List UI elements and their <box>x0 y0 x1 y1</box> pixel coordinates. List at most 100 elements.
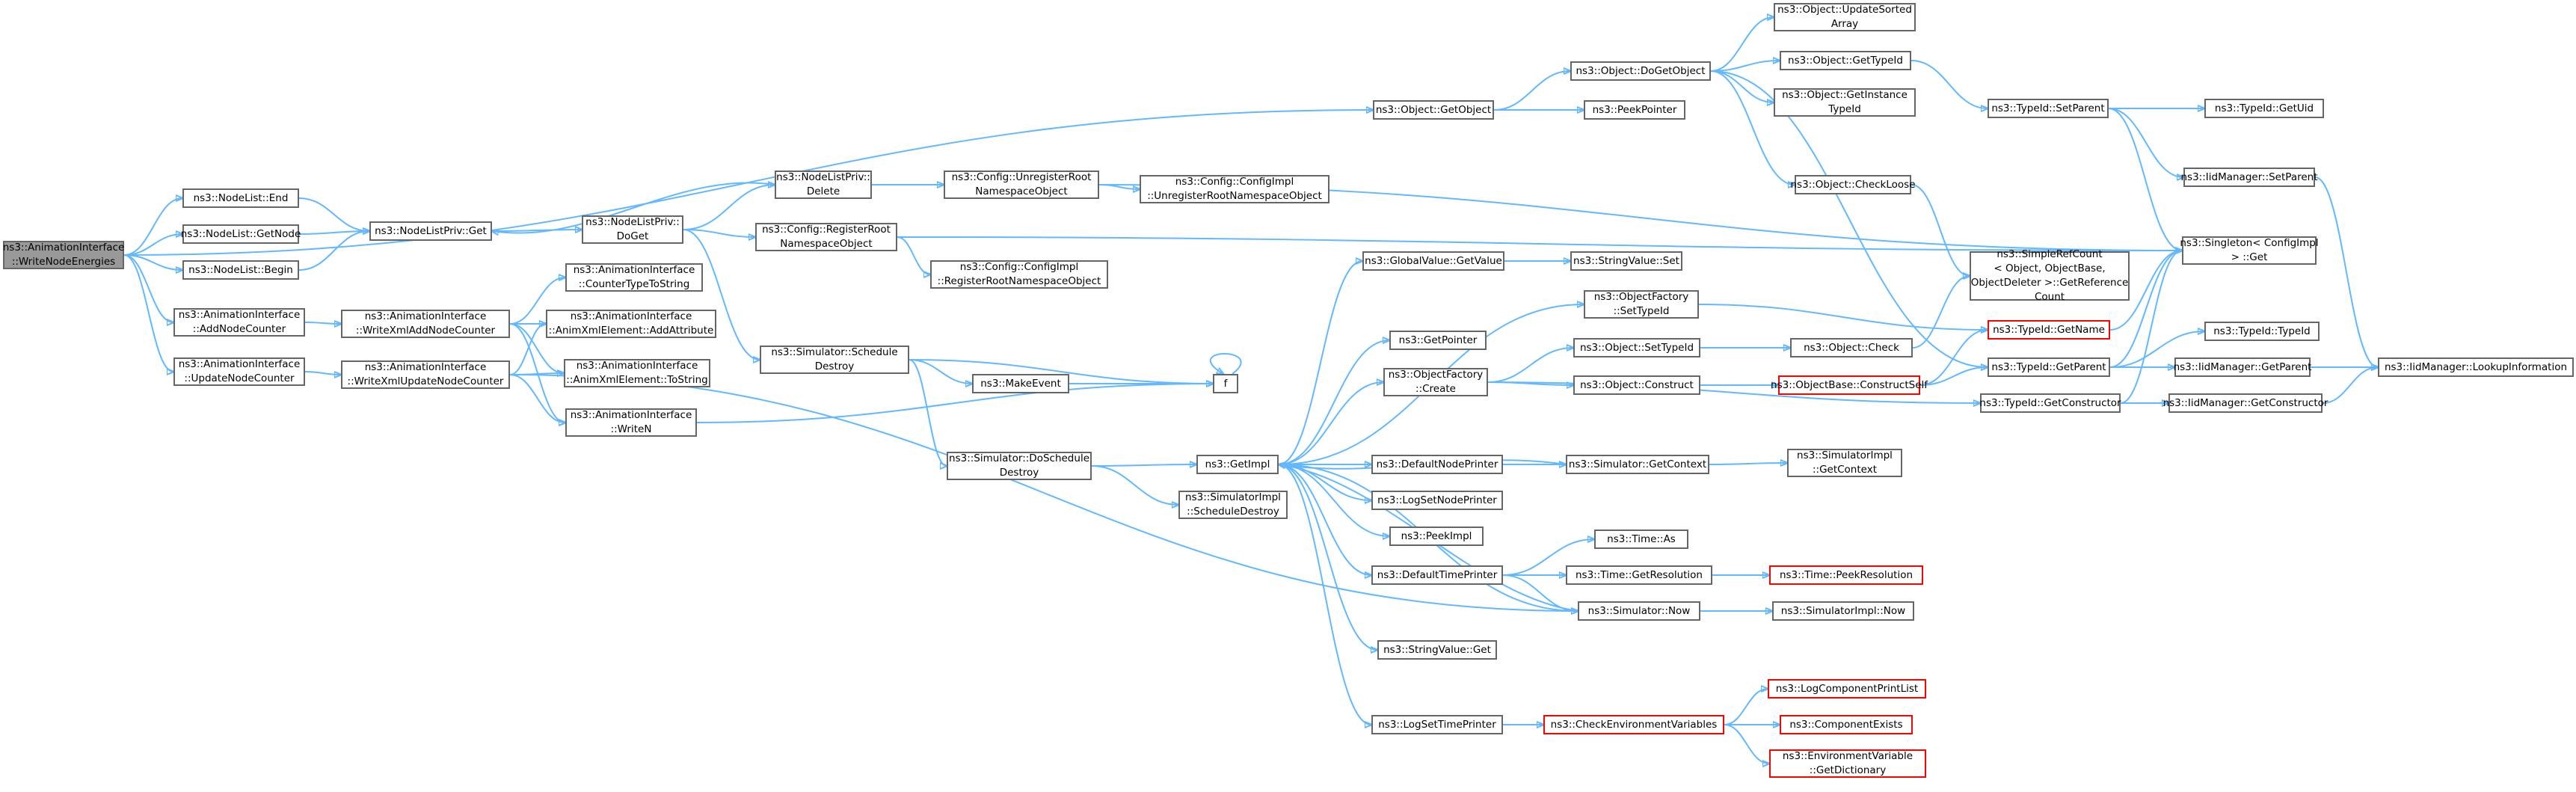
node-peekpointer[interactable]: ns3::PeekPointer <box>1584 100 1685 120</box>
edge-typeid-getparent-to-singleton-get <box>2109 251 2182 368</box>
node-simimpl-schedule[interactable]: ns3::SimulatorImpl::ScheduleDestroy <box>1178 491 1288 519</box>
node-label-line: ns3::Simulator::DoSchedule <box>949 452 1089 464</box>
node-ai-writen[interactable]: ns3::AnimationInterface::WriteN <box>565 408 697 437</box>
node-obj-settypeid[interactable]: ns3::Object::SetTypeId <box>1573 338 1700 357</box>
node-sv-set[interactable]: ns3::StringValue::Set <box>1570 251 1682 271</box>
node-typeid-getuid[interactable]: ns3::TypeId::GetUid <box>2204 99 2324 118</box>
node-label-line: ns3::Config::UnregisterRoot <box>951 171 1092 183</box>
node-label-line: ns3::ObjectBase::ConstructSelf <box>1771 378 1928 391</box>
edge-ai-writen-to-f <box>696 384 1213 423</box>
edge-typeid-setparent-to-singleton-get <box>2108 108 2182 251</box>
edge-ai-wxaddnodecounter-to-ai-countertype <box>509 277 565 325</box>
node-label-line: ns3::Time::PeekResolution <box>1779 568 1913 581</box>
node-cfgimpl-unreg[interactable]: ns3::Config::ConfigImpl::UnregisterRootN… <box>1140 175 1330 203</box>
node-simplerefcount[interactable]: ns3::SimpleRefCount< Object, ObjectBase,… <box>1970 248 2130 303</box>
node-label-line: ns3::AnimationInterface <box>364 361 487 373</box>
node-nlp-get[interactable]: ns3::NodeListPriv::Get <box>369 221 492 241</box>
node-ob-constructself[interactable]: ns3::ObjectBase::ConstructSelf <box>1771 375 1928 395</box>
node-obj-check[interactable]: ns3::Object::Check <box>1790 338 1913 357</box>
node-label-line: ns3::NodeListPriv::Get <box>375 224 487 237</box>
node-label-line: Delete <box>806 185 840 197</box>
node-label-line: ns3::Simulator::GetContext <box>1568 458 1707 470</box>
node-obj-construct[interactable]: ns3::Object::Construct <box>1573 375 1700 395</box>
node-envvar-getdict[interactable]: ns3::EnvironmentVariable::GetDictionary <box>1769 749 1926 778</box>
node-label-line: ns3::StringValue::Set <box>1573 254 1679 267</box>
node-makeevent[interactable]: ns3::MakeEvent <box>972 374 1069 393</box>
node-ai-addnodecounter[interactable]: ns3::AnimationInterface::AddNodeCounter <box>173 308 305 337</box>
node-obj-getobject[interactable]: ns3::Object::GetObject <box>1373 100 1494 120</box>
node-ai-addattr[interactable]: ns3::AnimationInterface::AnimXmlElement:… <box>546 310 716 338</box>
node-defaultnodeprinter[interactable]: ns3::DefaultNodePrinter <box>1371 455 1503 474</box>
edge-typeid-getname-to-singleton-get <box>2109 251 2182 331</box>
node-compexists[interactable]: ns3::ComponentExists <box>1780 715 1913 734</box>
node-logcompprint[interactable]: ns3::LogComponentPrintList <box>1768 679 1926 699</box>
edge-sim-schedule-to-sim-doschedule <box>909 359 947 466</box>
node-sim-getcontext[interactable]: ns3::Simulator::GetContext <box>1566 455 1709 474</box>
node-nl-end[interactable]: ns3::NodeList::End <box>182 188 299 208</box>
node-checkenv[interactable]: ns3::CheckEnvironmentVariables <box>1543 715 1724 734</box>
edge-obj-check-to-simplerefcount <box>1912 276 1970 349</box>
node-defaulttimeprinter[interactable]: ns3::DefaultTimePrinter <box>1371 565 1503 585</box>
node-label-line: ns3::PeekPointer <box>1592 103 1677 116</box>
node-sv-get[interactable]: ns3::StringValue::Get <box>1377 640 1497 660</box>
edge-nlp-doget-to-cfg-reg <box>683 229 755 237</box>
node-ai-countertype[interactable]: ns3::AnimationInterface::CounterTypeToSt… <box>565 263 703 292</box>
node-label-line: Array <box>1830 18 1859 30</box>
node-iid-lookup[interactable]: ns3::IidManager::LookupInformation <box>2378 357 2574 377</box>
node-ai-tostring[interactable]: ns3::AnimationInterface::AnimXmlElement:… <box>564 359 710 387</box>
node-nl-getnode[interactable]: ns3::NodeList::GetNode <box>181 224 301 244</box>
node-logsetnodeprinter[interactable]: ns3::LogSetNodePrinter <box>1371 491 1503 510</box>
node-obj-checkloose[interactable]: ns3::Object::CheckLoose <box>1791 175 1916 194</box>
node-iid-getconstructor[interactable]: ns3::IidManager::GetConstructor <box>2163 393 2328 413</box>
node-of-settypeid[interactable]: ns3::ObjectFactory::SetTypeId <box>1584 290 1699 319</box>
node-iid-getparent[interactable]: ns3::IidManager::GetParent <box>2174 357 2311 377</box>
node-label-line: ::WriteXmlAddNodeCounter <box>355 325 496 337</box>
node-obj-gettypeid[interactable]: ns3::Object::GetTypeId <box>1780 51 1911 70</box>
node-cfgimpl-reg[interactable]: ns3::Config::ConfigImpl::RegisterRootNam… <box>930 260 1108 289</box>
node-typeid-getname[interactable]: ns3::TypeId::GetName <box>1988 320 2110 340</box>
node-simimpl-getcontext[interactable]: ns3::SimulatorImpl::GetContext <box>1787 449 1902 477</box>
node-time-peekres[interactable]: ns3::Time::PeekResolution <box>1769 565 1923 585</box>
node-time-as[interactable]: ns3::Time::As <box>1594 529 1688 549</box>
node-label-line: ns3::Object::DoGetObject <box>1576 64 1706 77</box>
node-f[interactable]: f <box>1213 374 1238 393</box>
edge-getimpl-to-sv-get <box>1278 464 1377 650</box>
node-label-line: ::GetContext <box>1812 464 1878 476</box>
node-label-line: ns3::GetPointer <box>1398 334 1478 346</box>
node-obj-dogetobject[interactable]: ns3::Object::DoGetObject <box>1570 61 1711 81</box>
node-time-getres[interactable]: ns3::Time::GetResolution <box>1566 565 1712 585</box>
node-gv-getvalue[interactable]: ns3::GlobalValue::GetValue <box>1362 251 1504 271</box>
node-simimpl-now[interactable]: ns3::SimulatorImpl::Now <box>1772 601 1914 621</box>
node-sim-now[interactable]: ns3::Simulator::Now <box>1578 601 1700 621</box>
node-singleton-get[interactable]: ns3::Singleton< ConfigImpl> ::Get <box>2180 236 2319 265</box>
node-label-line: ::UpdateNodeCounter <box>184 372 295 384</box>
node-label-line: Count <box>2034 291 2065 303</box>
node-getimpl[interactable]: ns3::GetImpl <box>1196 455 1279 474</box>
node-nlp-delete[interactable]: ns3::NodeListPriv::Delete <box>775 171 872 199</box>
node-peekimpl[interactable]: ns3::PeekImpl <box>1389 527 1484 546</box>
node-ai-updatenodecounter[interactable]: ns3::AnimationInterface::UpdateNodeCount… <box>173 357 305 386</box>
node-typeid-typeid[interactable]: ns3::TypeId::TypeId <box>2204 322 2320 341</box>
node-logsettimeprinter[interactable]: ns3::LogSetTimePrinter <box>1371 715 1503 734</box>
node-typeid-setparent[interactable]: ns3::TypeId::SetParent <box>1988 99 2109 118</box>
node-ai-wxupdatenodecounter[interactable]: ns3::AnimationInterface::WriteXmlUpdateN… <box>341 360 510 389</box>
node-root[interactable]: ns3::AnimationInterface::WriteNodeEnergi… <box>3 241 124 269</box>
node-label-line: ::WriteNodeEnergies <box>11 256 116 268</box>
node-label-line: ns3::Object::GetTypeId <box>1788 54 1903 67</box>
node-typeid-getconstructor[interactable]: ns3::TypeId::GetConstructor <box>1979 393 2121 413</box>
node-nlp-doget[interactable]: ns3::NodeListPriv::DoGet <box>582 215 683 244</box>
node-getpointer[interactable]: ns3::GetPointer <box>1389 331 1487 350</box>
edge-ai-wxupdatenodecounter-to-sim-now <box>509 374 1578 611</box>
node-iid-setparent[interactable]: ns3::IidManager::SetParent <box>2181 168 2318 187</box>
node-nl-begin[interactable]: ns3::NodeList::Begin <box>182 260 299 280</box>
node-typeid-getparent[interactable]: ns3::TypeId::GetParent <box>1988 357 2110 377</box>
node-of-create[interactable]: ns3::ObjectFactory::Create <box>1383 368 1488 396</box>
node-ai-wxaddnodecounter[interactable]: ns3::AnimationInterface::WriteXmlAddNode… <box>341 310 510 338</box>
